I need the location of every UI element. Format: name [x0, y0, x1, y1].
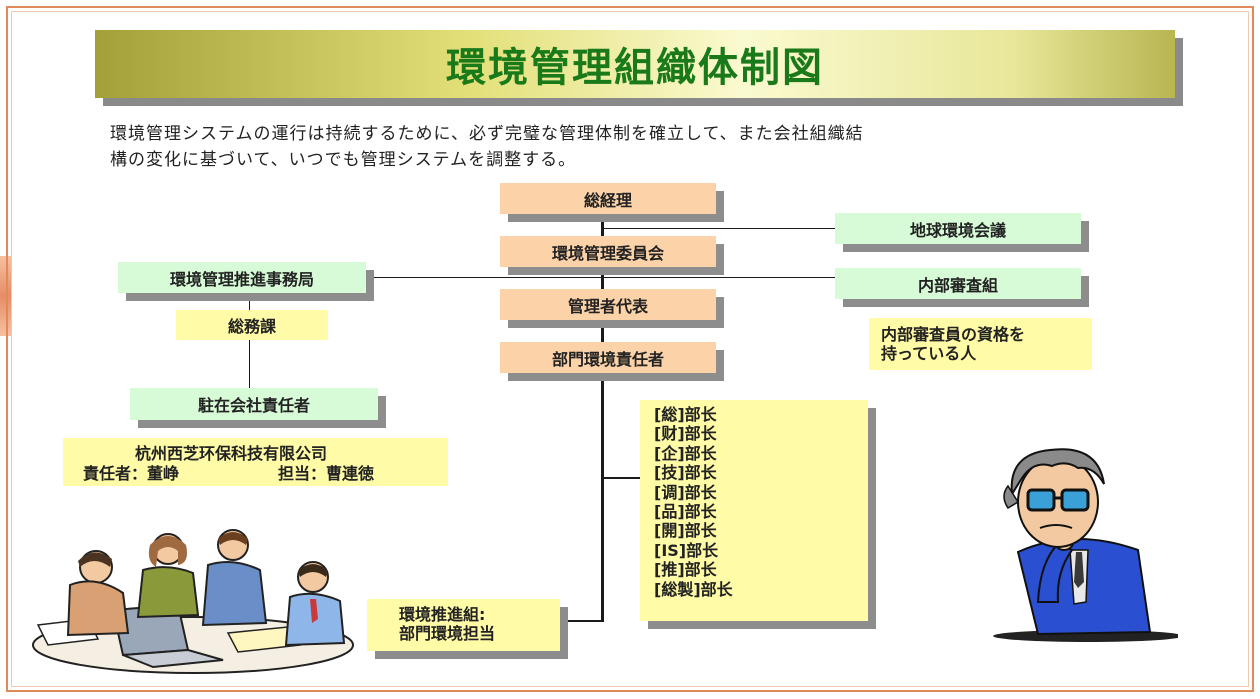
- general-manager-box: 総経理: [500, 183, 716, 214]
- dept-head-box: 部門環境責任者: [500, 342, 716, 373]
- global-meeting-box: 地球環境会議: [835, 213, 1081, 244]
- auditor-note-label: 内部審査員の資格を 持っている人: [881, 325, 1026, 363]
- main-vertical-line: [601, 214, 604, 622]
- department-item: [総製]部长: [654, 579, 733, 599]
- secretariat-label: 環境管理推進事務局: [169, 269, 314, 289]
- slide-frame-inner: [11, 11, 1249, 687]
- promotion-group-label: 環境推進組: 部門環境担当: [399, 605, 496, 643]
- auditor-note-box: 内部審査員の資格を 持っている人: [869, 318, 1092, 370]
- page-title: 環境管理組織体制図: [446, 45, 824, 91]
- secretariat-box: 環境管理推進事務局: [118, 262, 366, 293]
- connector-departments: [603, 477, 640, 479]
- company-info-box: 杭州西芝环保科技有限公司 責任者：董峥 担当：曹連徳: [63, 438, 448, 486]
- responsible-person: 責任者：董峥: [83, 464, 180, 483]
- department-item: [企]部长: [654, 443, 717, 463]
- department-item: [调]部长: [654, 482, 717, 502]
- general-affairs-label: 総務課: [227, 317, 276, 336]
- audit-group-label: 内部審査組: [917, 275, 998, 295]
- connector-promotion: [560, 620, 604, 622]
- committee-box: 環境管理委員会: [500, 236, 716, 267]
- representative-label: 管理者代表: [567, 296, 648, 316]
- resident-manager-box: 駐在会社責任者: [130, 388, 378, 420]
- department-item: [品]部长: [654, 502, 717, 522]
- audit-group-box: 内部審査組: [835, 268, 1081, 299]
- dept-head-label: 部門環境責任者: [551, 349, 664, 369]
- intro-text: 環境管理システムの運行は持続するために、必ず完璧な管理体制を確立して、また会社組…: [110, 124, 864, 170]
- global-meeting-label: 地球環境会議: [909, 220, 1006, 240]
- general-manager-label: 総経理: [583, 190, 632, 210]
- team-meeting-clipart-icon: [28, 515, 358, 675]
- connector-general-affairs-down: [249, 340, 250, 388]
- resident-manager-label: 駐在会社責任者: [197, 396, 310, 415]
- company-name: 杭州西芝环保科技有限公司: [135, 444, 328, 463]
- person-in-charge: 担当：曹連徳: [278, 464, 375, 483]
- department-item: [総]部长: [654, 405, 717, 424]
- thinking-man-clipart-icon: [978, 432, 1183, 647]
- connector-global-meeting: [603, 228, 835, 229]
- general-affairs-box: 総務課: [176, 310, 328, 340]
- title-banner: 環境管理組織体制図: [95, 30, 1175, 98]
- promotion-group-box: 環境推進組: 部門環境担当: [367, 599, 560, 651]
- committee-label: 環境管理委員会: [551, 243, 664, 263]
- department-item: [技]部长: [654, 463, 717, 483]
- slide-frame: [6, 6, 1254, 692]
- department-item: [開]部长: [654, 521, 717, 541]
- department-item: [财]部长: [654, 424, 717, 444]
- departments-box: [総]部长 [财]部长 [企]部长 [技]部长 [调]部长 [品]部长 [開]部…: [640, 400, 868, 621]
- department-item: [IS]部长: [654, 540, 719, 560]
- connector-secretariat-audit: [366, 277, 836, 278]
- department-item: [推]部长: [654, 560, 717, 580]
- representative-box: 管理者代表: [500, 289, 716, 320]
- connector-secretariat-down: [249, 292, 250, 312]
